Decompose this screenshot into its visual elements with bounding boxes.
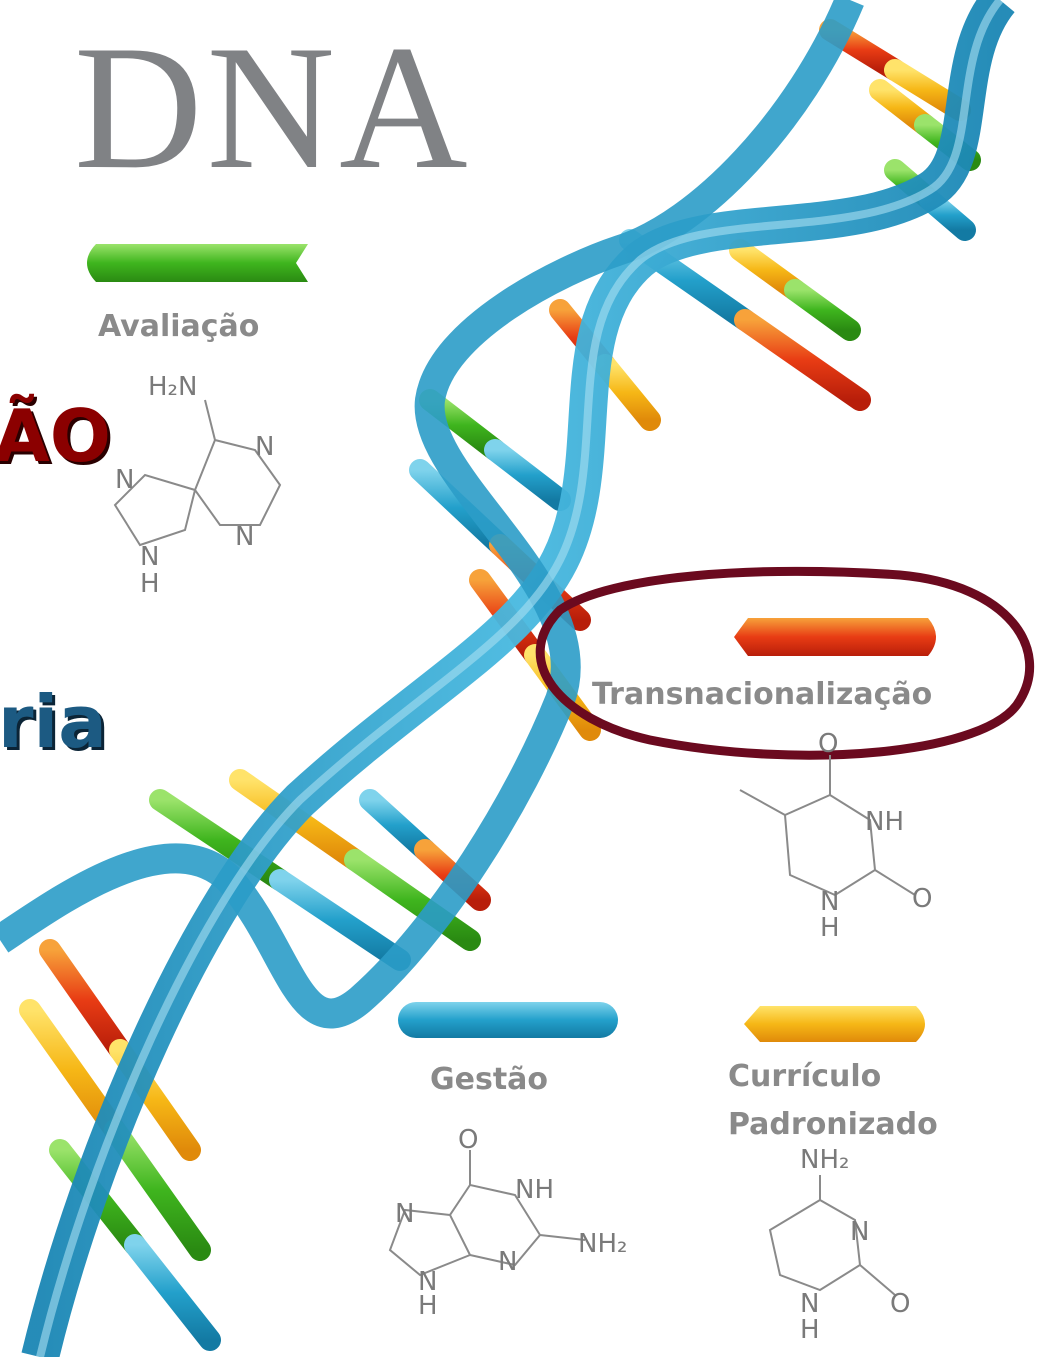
- highlight-circle: [535, 566, 1034, 760]
- base-pair-segment: [344, 849, 481, 951]
- base-pair-segment: [734, 309, 871, 411]
- cut-off-blue-heading: ria: [0, 680, 107, 764]
- helix-strand-a-highlight: [36, 0, 1004, 1357]
- adenine-n2: N: [235, 522, 254, 552]
- base-pair-segment: [124, 1234, 221, 1351]
- base-pair-segment: [39, 939, 131, 1061]
- guanine-n-mid: N: [498, 1247, 517, 1277]
- cytosine-structure: NH₂ N O N H: [768, 1145, 910, 1345]
- label-avaliacao: Avaliação: [98, 309, 260, 344]
- label-padronizado: Padronizado: [728, 1107, 938, 1142]
- cut-off-paren: ): [0, 190, 3, 234]
- label-curriculo: Currículo: [728, 1059, 882, 1094]
- cytosine-n: N: [850, 1217, 869, 1247]
- adenine-nh-h: H: [140, 569, 160, 599]
- red-bar: [734, 618, 936, 656]
- base-pair-segment: [784, 279, 861, 341]
- green-bar: [87, 244, 308, 282]
- cytosine-nh2: NH₂: [800, 1145, 849, 1175]
- thymine-o-top: O: [818, 729, 838, 759]
- base-pair-segment: [359, 789, 436, 861]
- thymine-n: N: [820, 887, 839, 917]
- guanine-n-left: N: [395, 1199, 414, 1229]
- adenine-n1: N: [255, 432, 274, 462]
- guanine-structure: O NH NH₂ N N N H: [388, 1125, 627, 1321]
- yellow-bar: [744, 1006, 925, 1042]
- adenine-structure: H₂N N N N N H: [113, 372, 282, 599]
- guanine-nh: NH: [515, 1175, 554, 1205]
- page-title: DNA: [74, 8, 472, 206]
- cytosine-o: O: [890, 1289, 910, 1319]
- thymine-structure: O NH O N H: [739, 729, 932, 943]
- thymine-o-right: O: [912, 884, 932, 914]
- label-transnacionalizacao: Transnacionalização: [592, 677, 933, 712]
- guanine-nh2: NH₂: [578, 1229, 627, 1259]
- cyan-bar: [398, 1002, 618, 1038]
- adenine-n3: N: [115, 465, 134, 495]
- cytosine-nh-h: H: [800, 1315, 820, 1345]
- base-pair-segment: [484, 439, 571, 511]
- label-gestao: Gestão: [430, 1062, 549, 1097]
- cytosine-nh-n: N: [800, 1289, 819, 1319]
- base-pair-segment: [594, 354, 661, 431]
- guanine-nh-n: N: [418, 1267, 437, 1297]
- adenine-nh-n: N: [140, 542, 159, 572]
- guanine-o: O: [458, 1125, 478, 1155]
- base-pair-segment: [269, 869, 411, 971]
- thymine-h: H: [820, 913, 840, 943]
- cut-off-red-heading: ÃO: [0, 394, 111, 478]
- thymine-nh: NH: [865, 807, 904, 837]
- guanine-nh-h: H: [418, 1291, 438, 1321]
- base-pair-segment: [104, 1119, 211, 1261]
- adenine-h2n: H₂N: [148, 372, 197, 402]
- base-pair-segment: [729, 239, 806, 301]
